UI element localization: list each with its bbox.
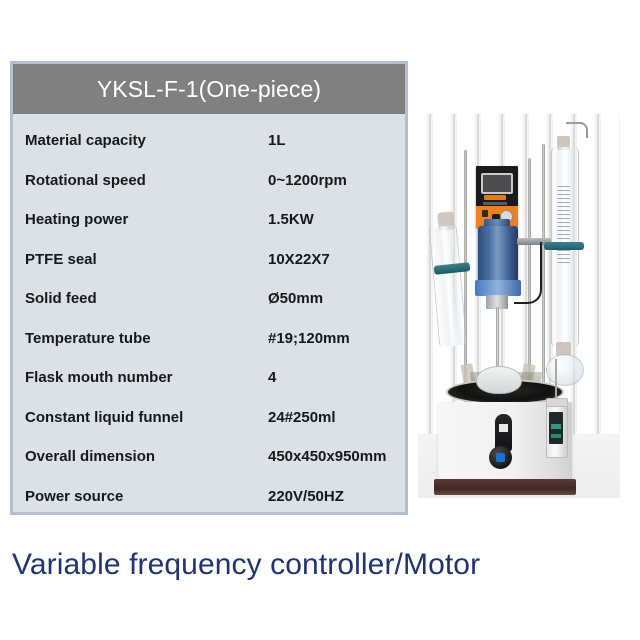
- spec-value: 1.5KW: [268, 211, 314, 229]
- spec-label: Heating power: [25, 211, 129, 229]
- spec-label: Solid feed: [25, 290, 97, 308]
- table-row: Solid feed Ø50mm: [13, 279, 405, 319]
- condenser-clamp-icon: [544, 242, 584, 250]
- support-rod-icon: [464, 150, 467, 440]
- product-model-title: YKSL-F-1(One-piece): [96, 75, 322, 102]
- spec-label: PTFE seal: [25, 250, 97, 268]
- table-row: Overall dimension 450x450x950mm: [13, 437, 405, 477]
- motor-chuck-icon: [486, 295, 508, 309]
- specification-table: YKSL-F-1(One-piece) Material capacity 1L…: [10, 61, 408, 515]
- motor-support-arm-icon: [517, 238, 551, 245]
- spec-value: 220V/50HZ: [268, 487, 344, 505]
- condenser-lower-joint-icon: [556, 342, 571, 356]
- spec-label: Flask mouth number: [25, 369, 173, 387]
- stirrer-shaft-icon: [496, 307, 499, 399]
- table-row: Temperature tube #19;120mm: [13, 319, 405, 359]
- table-row: Constant liquid funnel 24#250ml: [13, 398, 405, 438]
- bath-control-panel-icon: [495, 414, 512, 452]
- spec-value: 4: [268, 369, 277, 387]
- spec-value: #19;120mm: [268, 329, 350, 347]
- condenser-joint-icon: [557, 136, 570, 150]
- spec-label: Temperature tube: [25, 329, 151, 347]
- controller-keys-icon: [484, 195, 506, 200]
- spec-label: Rotational speed: [25, 171, 146, 189]
- probe-display-line-icon: [551, 434, 561, 438]
- motor-base-icon: [475, 280, 521, 296]
- probe-display-line-icon: [551, 424, 561, 429]
- reactor-lid-icon: [476, 366, 522, 394]
- motor-power-cable-icon: [514, 242, 542, 304]
- support-rod-icon: [542, 144, 545, 406]
- support-rod-icon: [528, 158, 531, 408]
- table-row: Heating power 1.5KW: [13, 200, 405, 240]
- spec-value: 1L: [268, 132, 286, 150]
- spec-value: 10X22X7: [268, 250, 330, 268]
- spec-table-header: YKSL-F-1(One-piece): [13, 64, 405, 114]
- controller-display-icon: [481, 173, 513, 194]
- spec-label: Material capacity: [25, 132, 146, 150]
- table-row: Power source 220V/50HZ: [13, 477, 405, 517]
- spec-table-body: Material capacity 1L Rotational speed 0~…: [13, 114, 405, 516]
- controller-brand-label: [483, 202, 507, 205]
- bath-display-icon: [499, 424, 508, 432]
- knob-center-icon: [496, 453, 505, 462]
- motor-top-knob-icon: [492, 214, 500, 222]
- spec-label: Constant liquid funnel: [25, 408, 184, 426]
- condenser-coil-icon: [557, 186, 570, 264]
- table-row: Flask mouth number 4: [13, 358, 405, 398]
- motor-icon: [478, 226, 518, 282]
- condenser-outlet-hook-icon: [566, 122, 588, 138]
- caption-text: Variable frequency controller/Motor: [12, 548, 481, 581]
- controller-button-icon: [482, 210, 488, 217]
- spec-value: 450x450x950mm: [268, 448, 387, 466]
- spec-label: Overall dimension: [25, 448, 156, 466]
- spec-label: Power source: [25, 487, 124, 505]
- spec-value: 24#250ml: [268, 408, 336, 426]
- table-row: PTFE seal 10X22X7: [13, 240, 405, 280]
- product-photo: [418, 114, 620, 498]
- probe-wire-icon: [555, 359, 557, 399]
- table-row: Material capacity 1L: [13, 121, 405, 161]
- motor-cap-icon: [484, 219, 510, 228]
- spec-value: 0~1200rpm: [268, 171, 347, 189]
- equipment-base: [434, 479, 576, 495]
- receiving-flask-icon: [546, 354, 584, 386]
- spec-value: Ø50mm: [268, 290, 324, 308]
- table-row: Rotational speed 0~1200rpm: [13, 161, 405, 201]
